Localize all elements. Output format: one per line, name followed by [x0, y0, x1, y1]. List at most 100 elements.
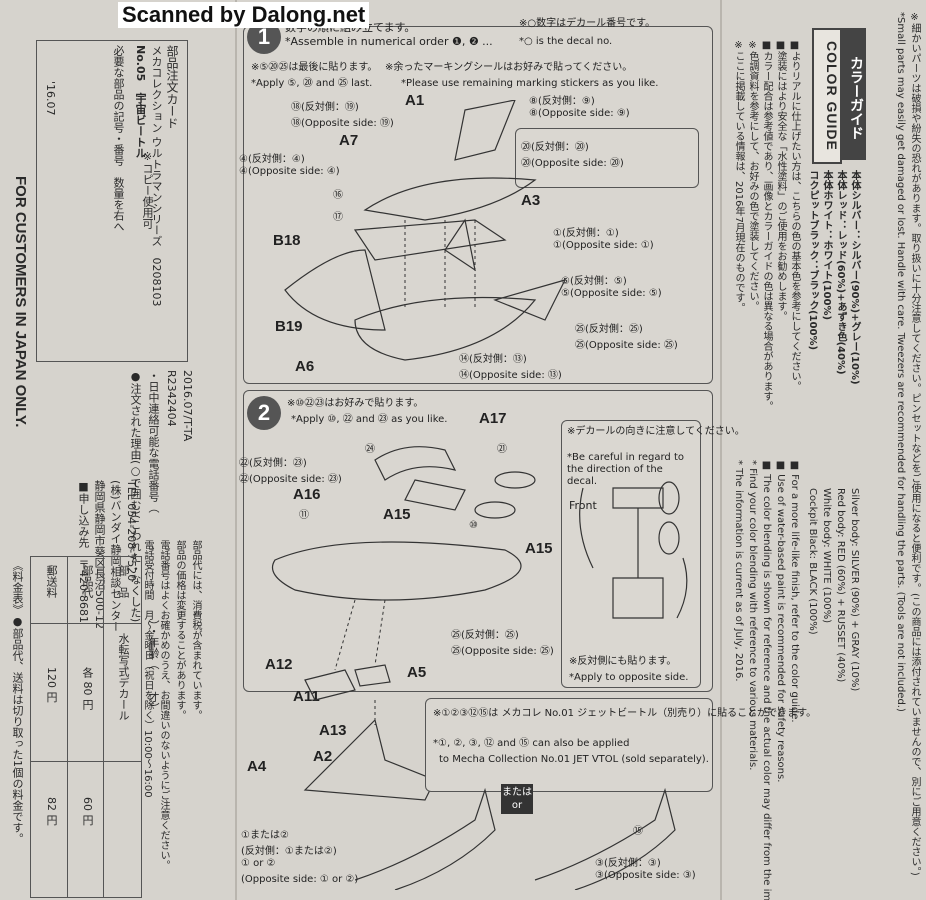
opposite-note: ※反対側にも貼ります。	[569, 656, 677, 667]
decal-label: ①(反対側：①)	[553, 228, 619, 239]
front-label: Front	[569, 499, 597, 512]
decal-label: ①または②	[241, 830, 289, 841]
decal-note: ※○数字はデカール番号です。	[519, 18, 656, 29]
care-note-en: *Be careful in regard to the direction o…	[567, 452, 684, 487]
apply-last-note-en: *Apply ⑤, ⑳ and ㉕ last.	[251, 78, 373, 89]
decal-label: ㉕(反対側：㉕)	[575, 324, 643, 335]
note-text: 部品の価格は変更することがあります。	[174, 540, 185, 720]
decal-label: ⑤(反対側：⑤)	[561, 276, 627, 287]
note-jp: ■カラー配合は参考値であり、画像とカラーガイドの色は異なる場合があります。	[761, 40, 772, 411]
note-jp: ■よりリアルに仕上げたい方は、こちらの色の基本色を参考にしてください。	[789, 40, 800, 391]
color-en: Cockpit Black: BLACK (100%)	[807, 488, 818, 635]
fee-table: 部 品 水転写式デカール 部品代 各 80 円 60 円 郵送料 120 円 8…	[30, 556, 142, 898]
decal-label: ⑭(反対側：⑬)	[459, 354, 527, 365]
decal-label: ⑤(Opposite side: ⑤)	[561, 288, 662, 299]
note-text: 電話番号はよくお確かめのうえ、お間違いのないようにご注意ください。	[158, 540, 169, 870]
note-en: * Find your color blending with referenc…	[747, 460, 758, 771]
remaining-note: ※余ったマーキングシールはお好みで貼ってください。	[385, 62, 633, 73]
decal-label: ㉑	[497, 444, 507, 455]
decal-label: ④(反対側：④)	[239, 154, 305, 165]
decal-label: ⑰	[333, 212, 343, 223]
company-text: (株)バンダイ静岡相談センター	[109, 480, 122, 632]
watermark: Scanned by Dalong.net	[118, 2, 370, 28]
fee-cell: 120 円	[45, 667, 58, 703]
note-jp: ■塗装にはより安全な「水性塗料」のご使用をお勧めします。	[775, 40, 786, 321]
jet-vtol-drawing	[355, 787, 676, 890]
mecha-note: ※①②③⑫⑮は メカコレ No.01 ジェットビートル（別売り）に貼ることができ…	[433, 708, 817, 719]
fee-header: 部 品	[117, 565, 130, 598]
decal-label: ③(反対側：③)	[595, 858, 661, 869]
decal-label: ㉕(反対側：㉕)	[451, 630, 519, 641]
part-label: B19	[275, 318, 303, 335]
part-label: A7	[339, 132, 359, 149]
color-en: Silver body: SILVER (90%) + GRAY (10%)	[849, 488, 860, 692]
note-en: * The information is current as of July,…	[733, 460, 744, 682]
decal-label: ⑪	[299, 510, 309, 521]
decal-label: ⑳(Opposite side: ⑳)	[521, 158, 624, 169]
fee-cell: 郵送料	[45, 565, 58, 598]
customers-heading: FOR CUSTOMERS IN JAPAN ONLY.	[12, 176, 29, 428]
remaining-note-en: *Please use remaining marking stickers a…	[401, 78, 659, 89]
date-text: '16.07	[44, 81, 57, 116]
part-label: A4	[247, 758, 267, 775]
color-jp: コクピットブラック：ブラック(100%)	[807, 170, 818, 351]
fee-cell: 各 80 円	[81, 667, 94, 710]
decal-label: ⑯	[333, 190, 343, 201]
decal-label: ㉕(Opposite side: ㉕)	[451, 646, 554, 657]
fee-title: 《料金表》●部品代、送料は切り取った1個の料金です。	[11, 560, 24, 844]
decal-label: ㉒(Opposite side: ㉓)	[239, 474, 342, 485]
note-en: ■ Use of water-based paint is recommende…	[775, 460, 786, 783]
color-guide-jp-label: カラーガイド	[842, 28, 866, 160]
decal-label: ⑩	[469, 520, 478, 531]
part-label: A16	[293, 486, 321, 503]
notes-panel: ※細かいパーツは破損や紛失の恐れがあります。取り扱いに十分注意してください。ピン…	[720, 0, 926, 900]
part-label: A1	[405, 92, 425, 109]
fold-line	[235, 0, 237, 900]
part-label: A17	[479, 410, 507, 427]
contact-text: ・日中連絡可能な電話番号（ - - ）・年齢（ 才）	[147, 370, 160, 714]
part-label: A12	[265, 656, 293, 673]
step-2-title: ※⑩㉒㉓はお好みで貼ります。	[287, 398, 424, 409]
code-text-2: 2016.07/T-TA	[181, 370, 194, 442]
step-1-title-en: *Assemble in numerical order ❶, ❷ ...	[285, 35, 493, 48]
part-label: A6	[295, 358, 315, 375]
reason-text: ●注文された理由(○で囲む)(こわれた・なくした)	[129, 370, 142, 623]
order-panel: FOR CUSTOMERS IN JAPAN ONLY. 部品注文カード メカコ…	[0, 0, 235, 900]
color-guide-label: COLOR GUIDE	[812, 28, 842, 164]
fee-header: 水転写式デカール	[117, 633, 130, 721]
decal-label: ⑮	[633, 826, 643, 837]
card-title: 部品注文カード	[165, 45, 179, 129]
order-card: 部品注文カード メカコレクション ウルトラマンシリーズ 0208103 No.0…	[36, 40, 188, 362]
decal-label: ⑱(反対側：⑲)	[291, 102, 359, 113]
copy-note: ※コピー使用可	[141, 150, 154, 229]
address-text: 静岡県静岡市葵区長沼500-12	[93, 480, 106, 629]
part-label: A15	[525, 540, 553, 557]
fee-cell: 部品代	[81, 565, 94, 598]
decal-label: ⑧(反対側：⑨)	[529, 96, 595, 107]
part-label: A5	[407, 664, 427, 681]
part-label: A15	[383, 506, 411, 523]
step-1-box	[243, 26, 713, 384]
mecha-note-box	[425, 698, 713, 792]
decal-label: ④(Opposite side: ④)	[239, 166, 340, 177]
mecha-note-en: *①, ②, ③, ⑫ and ⑮ can also be applied	[433, 738, 630, 749]
decal-label: ㉔	[365, 444, 375, 455]
part-label: A13	[319, 722, 347, 739]
decal-label: (Opposite side: ① or ②)	[241, 874, 359, 885]
decal-callout	[515, 128, 699, 188]
assembly-panel: 1 数字の順に組み立てます。 *Assemble in numerical or…	[235, 0, 816, 900]
part-label: A2	[313, 748, 333, 765]
or-badge-jp: または	[502, 787, 532, 798]
step-2-title-en: *Apply ⑩, ㉒ and ㉓ as you like.	[291, 414, 448, 425]
fee-cell: 60 円	[81, 797, 94, 826]
or-badge: または or	[501, 784, 533, 814]
decal-label: ⑧(Opposite side: ⑨)	[529, 108, 630, 119]
decal-direction-callout	[561, 420, 701, 688]
apply-last-note: ※⑤⑳㉕は最後に貼ります。	[251, 62, 378, 73]
product-text: No.05 宇宙ビートル	[134, 45, 147, 159]
decal-label: ⑱(Opposite side: ⑲)	[291, 118, 394, 129]
tel-text: TEL 054-208-7520	[125, 480, 138, 582]
part-label: B18	[273, 232, 301, 249]
opposite-note-en: *Apply to opposite side.	[569, 672, 689, 683]
